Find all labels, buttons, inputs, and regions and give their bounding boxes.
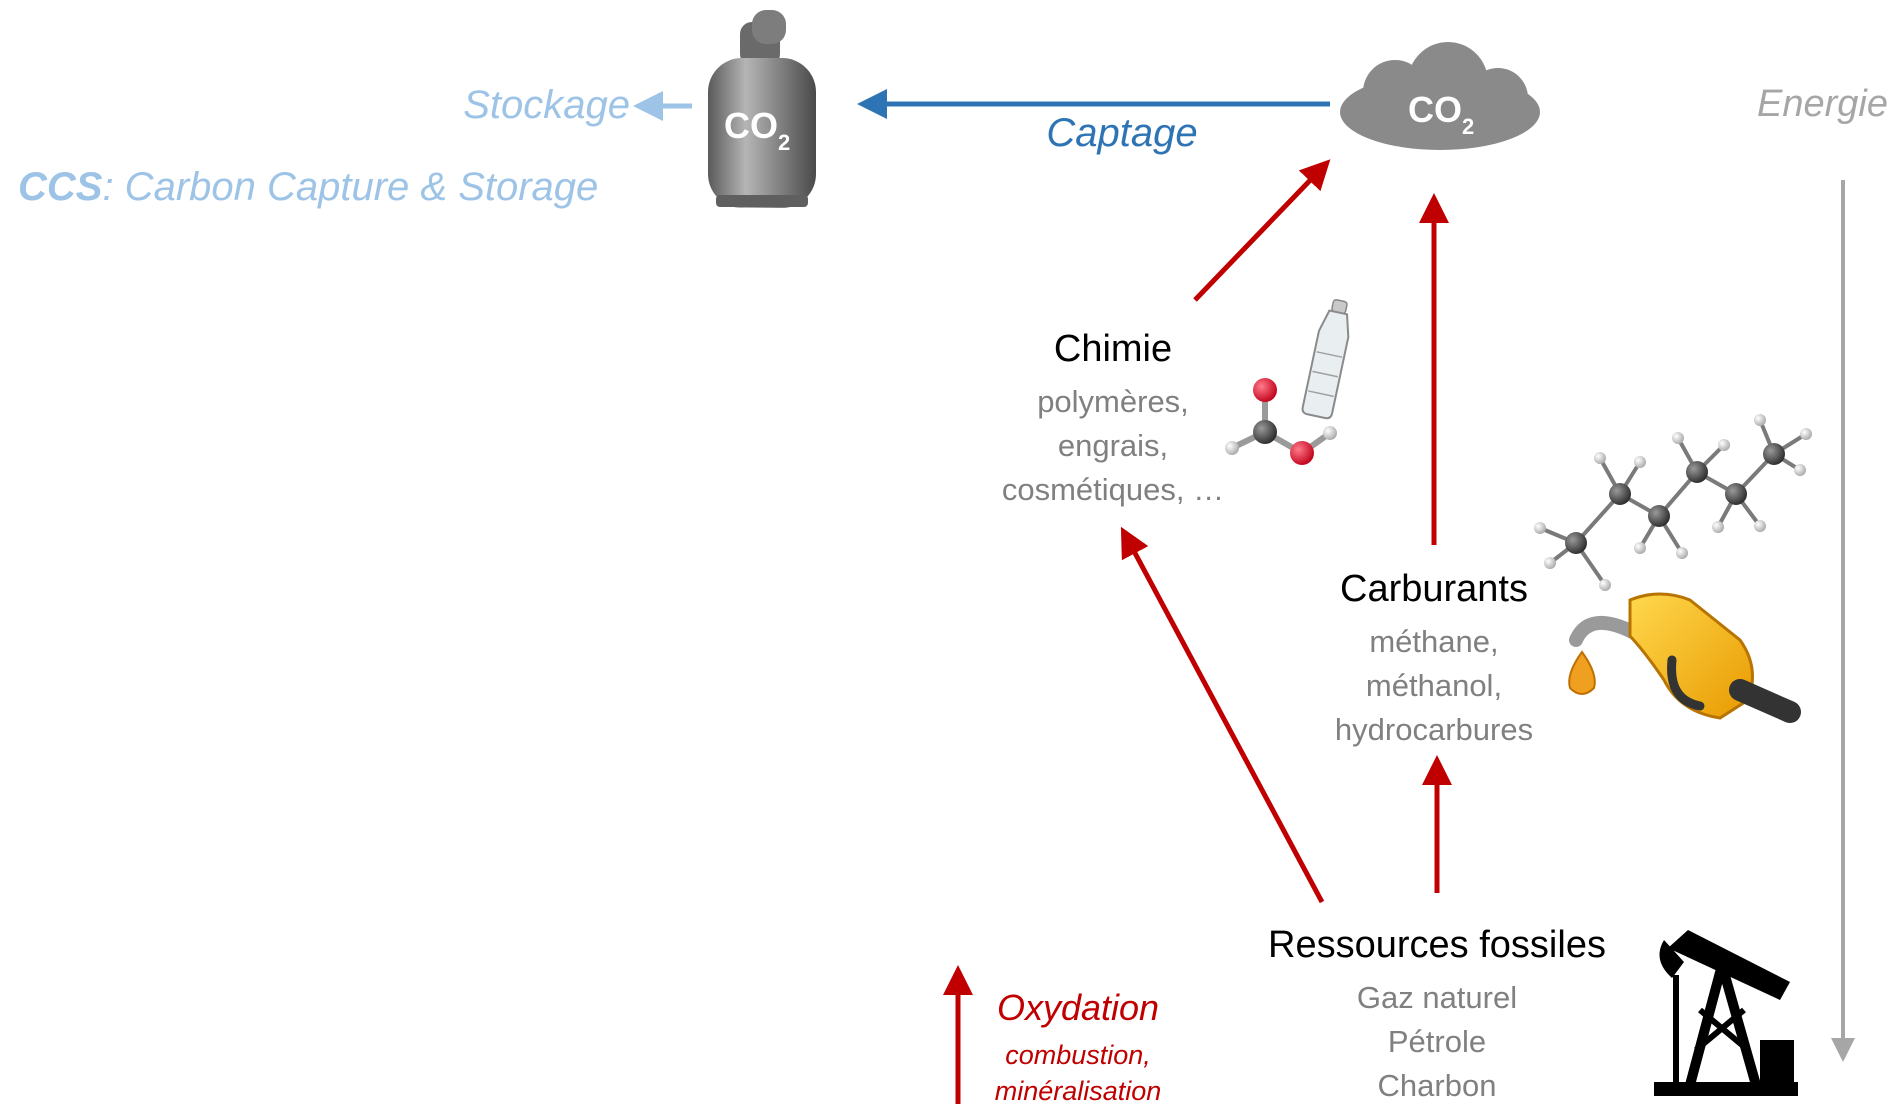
ccs-label: CCS: Carbon Capture & Storage [18,165,598,209]
fossiles-title: Ressources fossiles [1268,924,1606,966]
cylinder-co2-label: CO2 [724,105,790,155]
carburants-line: hydrocarbures [1335,712,1533,747]
cloud-co2-sub: 2 [1462,114,1474,139]
cylinder-co2-sub: 2 [778,130,790,155]
cloud-co2-text: CO [1408,89,1462,130]
carburants-block: Carburants méthane, méthanol, hydrocarbu… [1335,568,1533,747]
fuel-nozzle-icon [1568,592,1801,723]
fossiles-line: Gaz naturel [1357,980,1517,1015]
chimie-to-co2-arrow [1193,159,1331,302]
molecule-icon [1225,378,1337,465]
fossiles-line: Pétrole [1388,1024,1486,1059]
cylinder-co2-text: CO [724,105,778,146]
ccs-abbr: CCS [18,165,103,209]
chimie-line: engrais, [1058,428,1168,463]
carburants-title: Carburants [1340,568,1528,610]
oxydation-line: minéralisation [995,1076,1162,1104]
fossiles-to-chimie-arrow [1120,526,1325,904]
energie-label: Energie [1757,83,1888,125]
fossiles-block: Ressources fossiles Gaz naturel Pétrole … [1268,924,1606,1103]
ccs-rest: : Carbon Capture & Storage [102,165,598,209]
oxydation-block: Oxydation combustion, minéralisation [995,987,1162,1104]
bottle-icon [1301,299,1350,420]
chimie-line: cosmétiques, … [1002,472,1224,507]
stockage-label: Stockage [463,83,630,127]
oxydation-title: Oxydation [997,987,1159,1028]
co2-cloud-icon: CO2 [1340,42,1540,150]
captage-label: Captage [1046,111,1197,155]
fossiles-line: Charbon [1378,1068,1497,1103]
chimie-title: Chimie [1054,328,1172,370]
chimie-block: Chimie polymères, engrais, cosmétiques, … [1002,328,1224,507]
chimie-line: polymères, [1037,384,1189,419]
oil-pump-icon [1654,930,1798,1096]
oxydation-line: combustion, [1005,1040,1151,1070]
carburants-line: méthane, [1369,624,1498,659]
gas-cylinder-icon: CO2 [708,10,816,208]
carburants-line: méthanol, [1366,668,1502,703]
hydrocarbon-molecule-icon [1534,414,1812,591]
cloud-co2-label: CO2 [1408,89,1474,139]
